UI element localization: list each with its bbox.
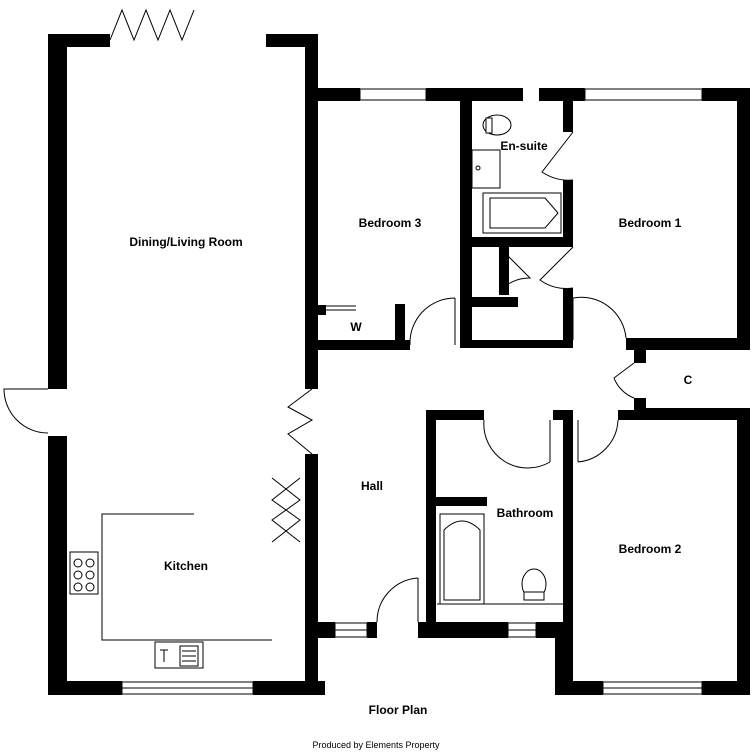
windows <box>121 88 703 695</box>
room-label-bathroom: Bathroom <box>497 506 554 520</box>
room-label-bedroom-3: Bedroom 3 <box>359 216 422 230</box>
kitchen-sink-icon <box>154 641 204 669</box>
kitchen-counter <box>101 513 272 641</box>
ensuite-shower-icon <box>471 149 501 189</box>
room-label-wardrobe: W <box>350 320 362 334</box>
walls <box>48 34 750 695</box>
room-label-cupboard: C <box>684 373 693 387</box>
doors <box>3 8 635 623</box>
room-label-hall: Hall <box>361 479 383 493</box>
credit-text: Produced by Elements Property <box>312 740 440 750</box>
bath-icon <box>439 513 485 605</box>
hob-icon <box>69 551 99 595</box>
room-label-kitchen: Kitchen <box>164 559 208 573</box>
room-label-bedroom-2: Bedroom 2 <box>619 542 682 556</box>
plan-title: Floor Plan <box>369 703 428 717</box>
ensuite-bath-icon <box>482 192 562 234</box>
room-label-dining-living: Dining/Living Room <box>129 235 242 249</box>
room-label-ensuite: En-suite <box>500 139 548 153</box>
room-label-bedroom-1: Bedroom 1 <box>619 216 682 230</box>
ensuite-toilet-icon <box>482 114 512 136</box>
toilet-icon <box>521 568 547 601</box>
